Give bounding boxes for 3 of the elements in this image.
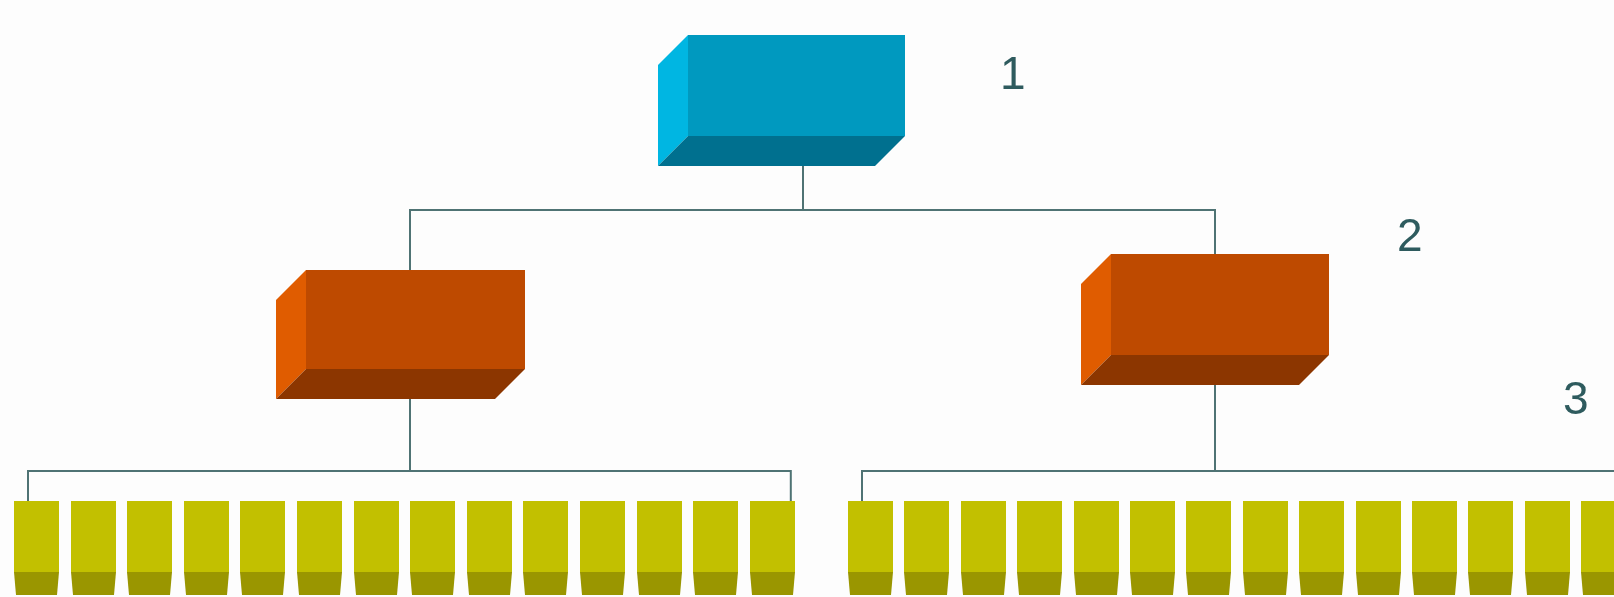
level-number: 3	[1563, 375, 1589, 421]
level-number: 2	[1397, 212, 1423, 258]
level-number: 1	[1000, 50, 1026, 96]
